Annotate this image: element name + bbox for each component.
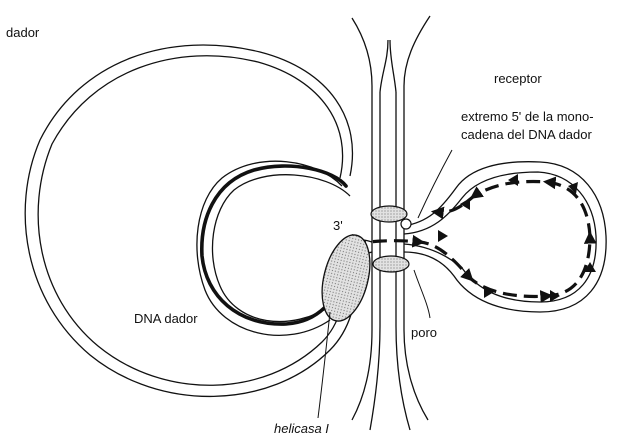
helicasa-leader-line [318, 312, 330, 418]
poro-leader-line [414, 270, 430, 318]
label-extremo-line1: extremo 5' de la mono- [461, 109, 594, 124]
label-three-prime: 3' [333, 218, 343, 233]
label-dna-dador: DNA dador [134, 311, 198, 326]
label-helicasa: helicasa I [274, 421, 329, 436]
label-extremo-line2: cadena del DNA dador [461, 127, 592, 142]
donor-cell-outline [25, 45, 356, 396]
label-receptor: receptor [494, 71, 542, 86]
five-prime-end-knob [401, 219, 411, 229]
helicase-ellipse [314, 230, 378, 326]
receptor-cell-wall [352, 16, 430, 430]
label-poro: poro [411, 325, 437, 340]
label-dador: dador [6, 25, 40, 40]
pore [371, 206, 409, 272]
extremo-leader-line [418, 150, 452, 218]
transferred-strand-dashed [352, 182, 590, 297]
